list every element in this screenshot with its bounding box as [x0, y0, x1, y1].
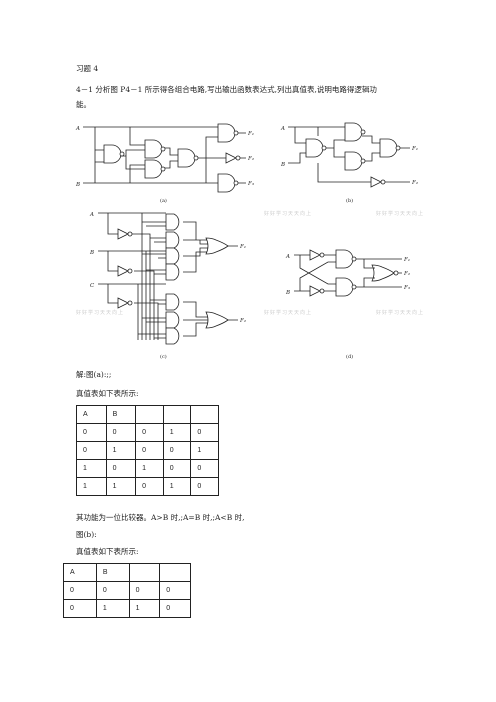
table-cell: B	[95, 563, 130, 582]
watermark: 好好学习天天向上	[376, 309, 424, 316]
table-cell: 1	[190, 441, 219, 460]
watermark: 好好学习天天向上	[264, 210, 312, 217]
circuit-c-label-c: C	[90, 283, 95, 289]
circuit-c-label-a: A	[89, 212, 94, 218]
table-row: 0 1 1 0	[63, 599, 191, 618]
table-cell	[159, 563, 191, 582]
table-cell: 1	[162, 423, 192, 442]
table-cell: 1	[162, 477, 192, 496]
table-cell: 0	[135, 441, 164, 460]
table-cell: 0	[76, 441, 107, 460]
figure-b-label: 图(b):	[76, 530, 97, 539]
table-cell	[190, 405, 219, 424]
table-cell: 0	[76, 423, 107, 442]
table-cell: 0	[159, 581, 191, 600]
circuit-c-label-f1: F₁	[239, 244, 246, 250]
circuit-d-label-f2: F₂	[403, 271, 410, 277]
table-cell: A	[76, 405, 107, 424]
circuit-b-label-f2: F₂	[411, 180, 418, 186]
circuit-a-label-b: B	[75, 182, 80, 188]
circuit-a-label-f2: F₂	[247, 156, 254, 162]
watermark: 好好学习天天向上	[264, 309, 312, 316]
circuit-a-label-f1: F₁	[247, 131, 254, 137]
table-cell: 1	[95, 599, 130, 618]
table-cell: 1	[76, 459, 107, 478]
heading: 习题 4	[76, 64, 99, 73]
table-cell: 0	[159, 599, 191, 618]
watermark: 好好学习天天向上	[376, 210, 424, 217]
circuit-d-label-b: B	[285, 290, 290, 296]
table-cell: 0	[63, 581, 97, 600]
circuit-c-label-f2: F₂	[239, 318, 246, 324]
truth-table-a: A B 0 0 0 1 0 0 1 0 0 1 1 0 1 0 0 1 1 0 …	[76, 405, 219, 496]
table-row: 1 1 0 1 0	[76, 477, 219, 496]
table-cell: 1	[76, 477, 107, 496]
truth-table-b-intro: 真值表如下表所示:	[76, 547, 139, 556]
table-cell: 0	[95, 581, 130, 600]
table-cell: 1	[105, 441, 137, 460]
table-cell: 0	[190, 459, 219, 478]
circuit-d: A B F₁ F₂ F₃ (d)	[285, 249, 410, 360]
table-cell: 0	[128, 581, 161, 600]
circuit-a-label-a: A	[75, 126, 80, 132]
problem-line-2: 能。	[76, 100, 91, 109]
table-row: 0 0 0 1 0	[76, 423, 219, 442]
table-cell	[135, 405, 164, 424]
table-cell: 1	[135, 459, 164, 478]
truth-table-intro: 真值表如下表所示:	[76, 389, 139, 398]
table-cell: 0	[135, 477, 164, 496]
table-cell: 1	[105, 477, 137, 496]
circuit-d-label-a: A	[285, 254, 290, 260]
function-description: 其功能为一位比较器。A>B 时,;A=B 时,;A<B 时,	[76, 513, 245, 522]
table-cell: 0	[162, 441, 192, 460]
table-cell: 0	[190, 477, 219, 496]
table-cell: 0	[190, 423, 219, 442]
problem-line-1: 4－1 分析图 P4－1 所示得各组合电路,写出输出函数表达式,列出真值表,说明…	[76, 85, 377, 94]
circuit-b-label-b: B	[280, 162, 285, 168]
table-header-row: A B	[63, 563, 191, 582]
circuit-a-label-f3: F₃	[247, 181, 254, 187]
table-cell: 0	[63, 599, 97, 618]
table-cell: B	[105, 405, 137, 424]
solution-intro: 解:图(a):;;	[76, 370, 112, 379]
table-cell: 0	[105, 423, 137, 442]
circuit-d-label-f1: F₁	[403, 257, 410, 263]
table-cell: 1	[128, 599, 161, 618]
table-cell: A	[63, 563, 97, 582]
table-cell: 0	[162, 459, 192, 478]
table-row: 0 0 0 0	[63, 581, 191, 600]
caption-c: (c)	[160, 353, 167, 360]
circuit-a: A B F₁ F₂ F₃ (a)	[75, 123, 254, 204]
circuit-b: A B F₁ F₂ (b)	[280, 122, 418, 204]
table-cell: 0	[105, 459, 137, 478]
table-row: 0 1 0 0 1	[76, 441, 219, 460]
caption-b: (b)	[346, 197, 353, 204]
caption-d: (d)	[346, 353, 353, 360]
table-header-row: A B	[76, 405, 219, 424]
circuit-c-label-b: B	[89, 250, 94, 256]
circuit-d-label-f3: F₃	[403, 285, 410, 291]
truth-table-b: A B 0 0 0 0 0 1 1 0	[63, 563, 191, 618]
table-cell	[162, 405, 192, 424]
table-row: 1 0 1 0 0	[76, 459, 219, 478]
table-cell: 0	[135, 423, 164, 442]
table-cell	[128, 563, 161, 582]
circuit-b-label-f1: F₁	[411, 146, 418, 152]
caption-a: (a)	[160, 197, 167, 204]
circuit-c: A B C F₁ F₂ (c)	[89, 212, 246, 360]
watermark: 好好学习天天向上	[76, 309, 124, 316]
circuit-b-label-a: A	[280, 126, 285, 132]
